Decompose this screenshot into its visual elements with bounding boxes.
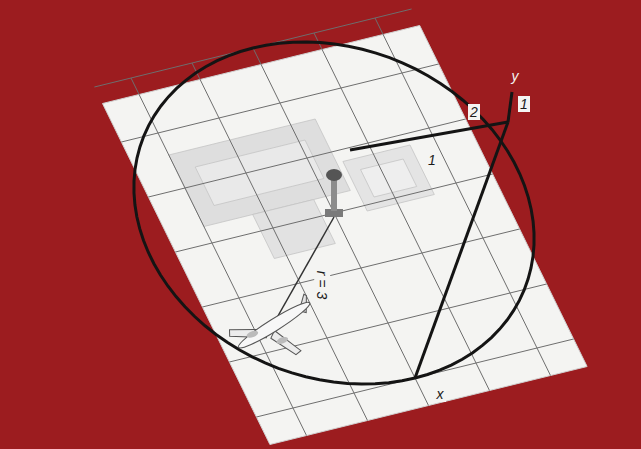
grid-line <box>375 18 551 376</box>
coordinate-grid <box>94 9 573 436</box>
grid-line <box>175 174 492 252</box>
hangar-roof <box>361 159 417 197</box>
axis-label: y <box>510 68 521 84</box>
grid-line <box>253 48 429 406</box>
terminal-roof <box>195 140 324 206</box>
radius-label: r = 3 <box>314 269 330 301</box>
airplane <box>225 293 326 374</box>
coordinate-number: 2 <box>468 104 480 120</box>
hangar <box>343 145 434 211</box>
flight-circle <box>134 42 534 384</box>
airplane-fuselage <box>235 298 313 353</box>
grid-line <box>192 63 368 421</box>
axis-segment <box>415 122 508 378</box>
axis-segment <box>350 122 508 150</box>
airplane-engine <box>246 329 259 339</box>
coordinate-number: 1 <box>518 96 530 112</box>
apron-building <box>253 200 336 259</box>
axis-segment <box>508 92 512 122</box>
tower-cab <box>326 169 342 181</box>
grid-line <box>131 78 307 436</box>
coordinate-number: 1 <box>426 152 438 168</box>
airplane-engine <box>276 336 289 346</box>
grid-line <box>314 33 490 391</box>
axis-label: x <box>435 386 446 402</box>
tower-shaft <box>331 179 337 211</box>
ground-plane <box>103 26 588 445</box>
